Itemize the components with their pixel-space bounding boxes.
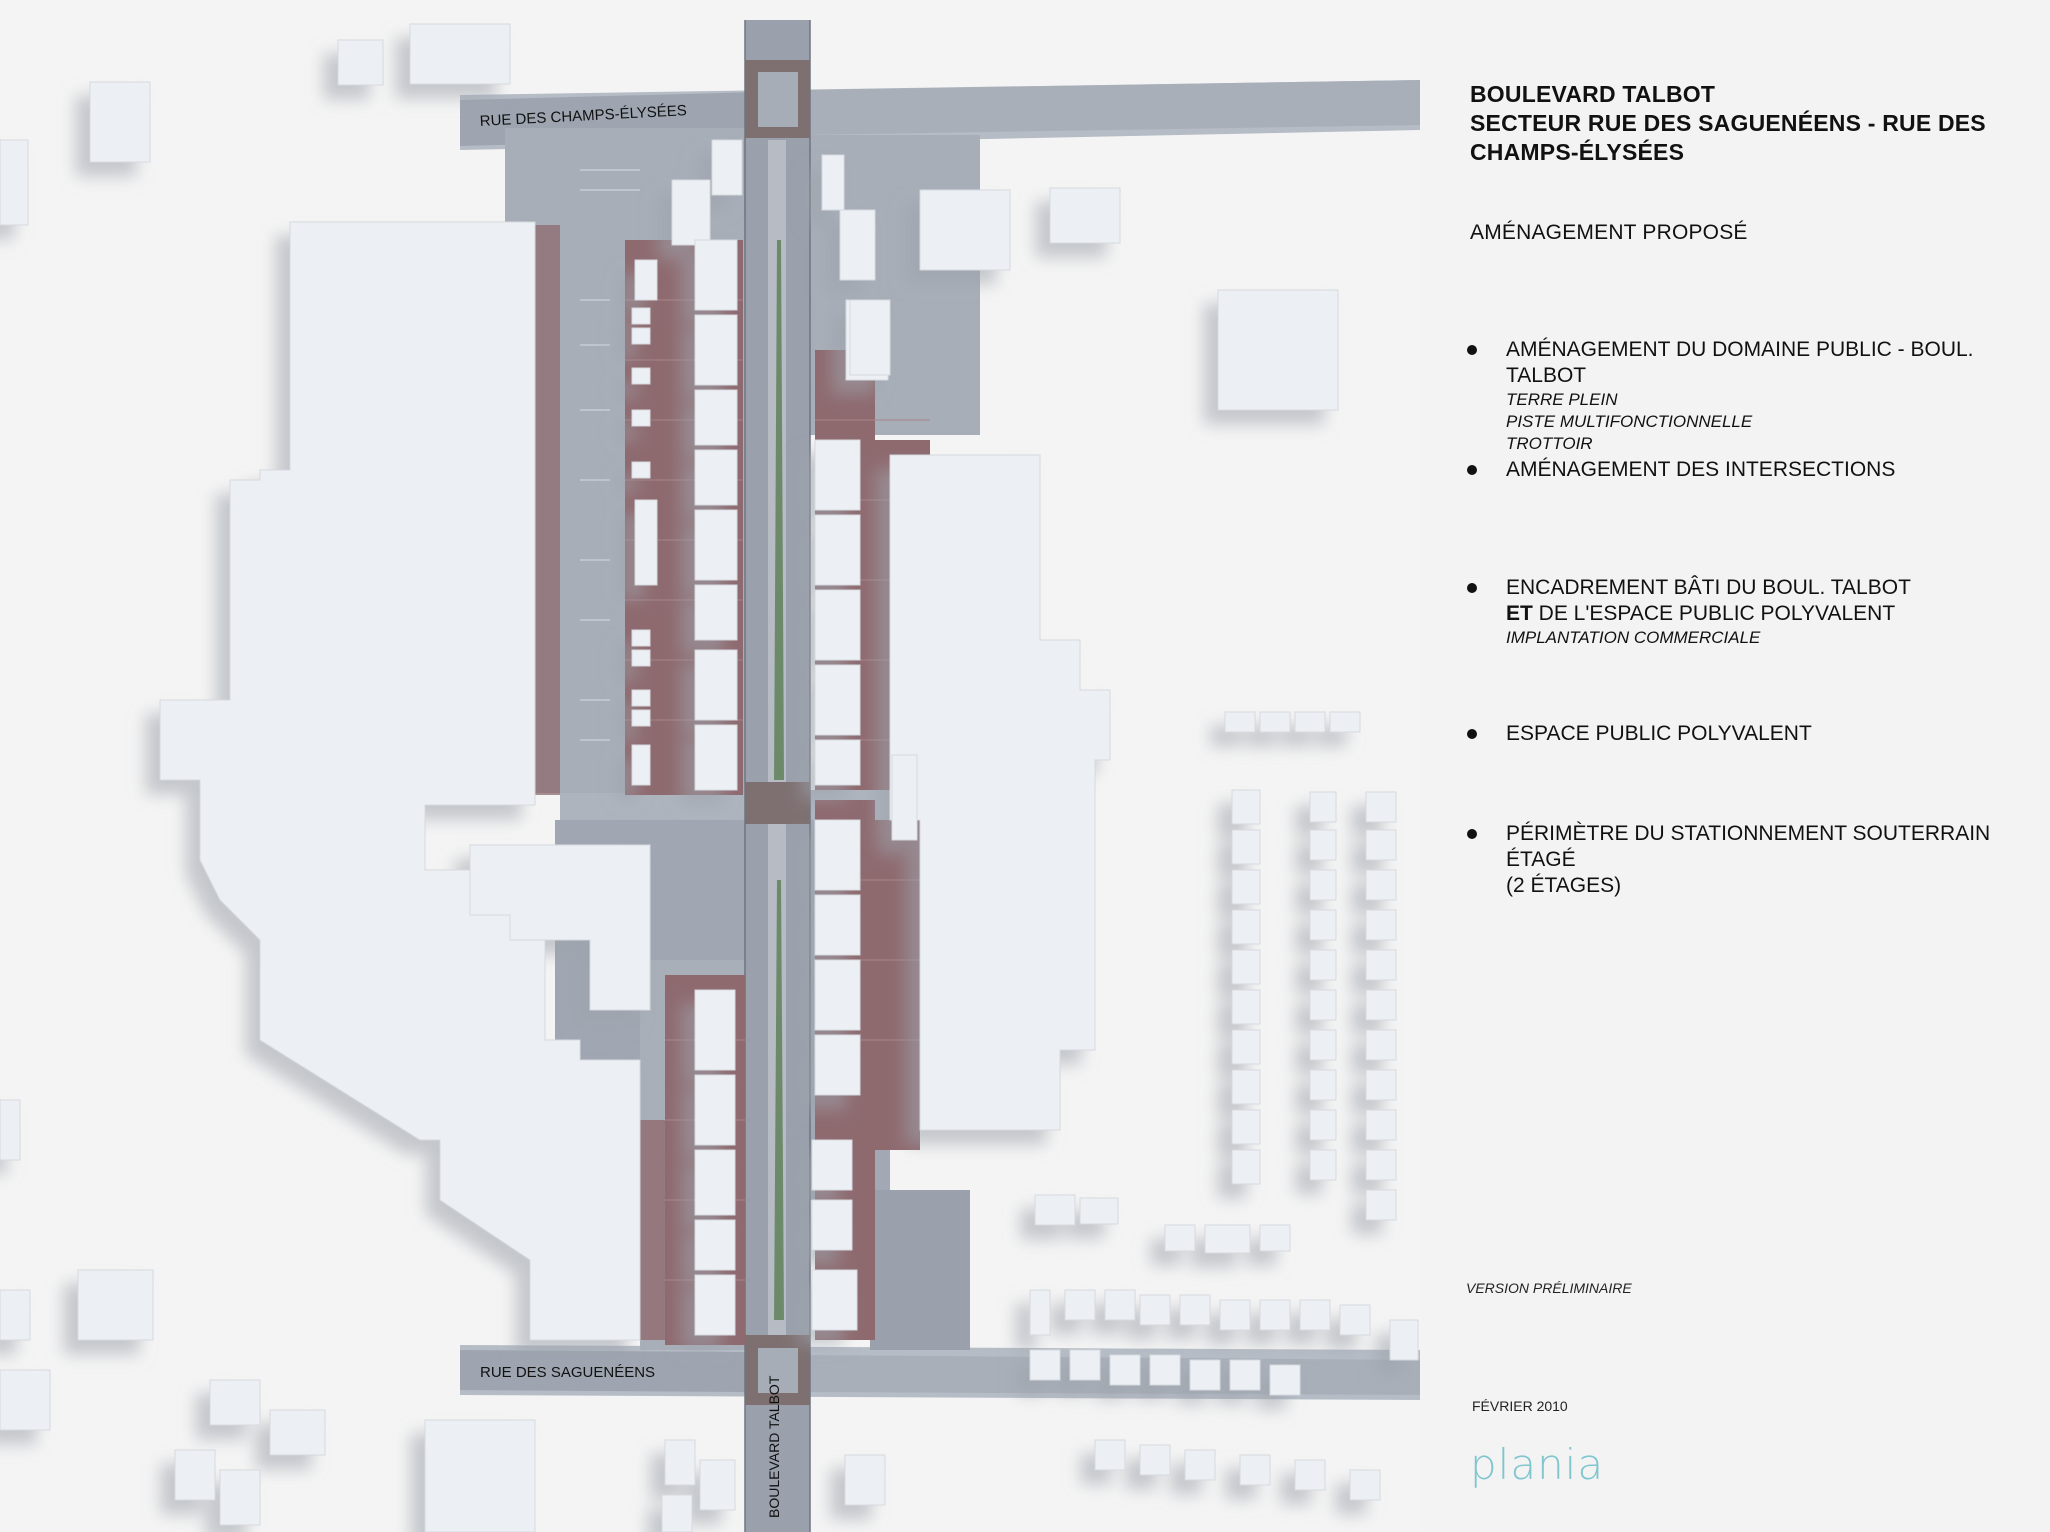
bullet-icon — [1467, 829, 1477, 839]
legend-panel: BOULEVARD TALBOT SECTEUR RUE DES SAGUENÉ… — [1467, 80, 2030, 897]
buildings — [0, 23, 1339, 1532]
bullet-icon — [1467, 465, 1477, 475]
legend-item-domaine-public: AMÉNAGEMENT DU DOMAINE PUBLIC - BOUL. TA… — [1467, 337, 2030, 455]
parking-stall-lines — [580, 169, 640, 741]
bullet-icon — [1467, 729, 1477, 739]
site-plan-map: RUE DES CHAMPS-ÉLYSÉES RUE DES SAGUENÉEN… — [0, 20, 1420, 1532]
street-label-boulevard-talbot: BOULEVARD TALBOT — [766, 1375, 782, 1518]
street-label-sagueneens: RUE DES SAGUENÉENS — [480, 1364, 655, 1381]
version-label: VERSION PRÉLIMINAIRE — [1466, 1280, 1632, 1296]
site-plan-svg: RUE DES CHAMPS-ÉLYSÉES RUE DES SAGUENÉEN… — [0, 20, 1420, 1532]
date-label: FÉVRIER 2010 — [1472, 1398, 1568, 1414]
east-ground-south — [870, 1190, 970, 1350]
title-line-3: CHAMPS-ÉLYSÉES — [1470, 139, 1685, 165]
legend-item-stationnement: PÉRIMÈTRE DU STATIONNEMENT SOUTERRAIN ÉT… — [1467, 821, 2030, 899]
bullet-icon — [1467, 583, 1477, 593]
bullet-icon — [1467, 345, 1477, 355]
legend-item-espace-public: ESPACE PUBLIC POLYVALENT — [1467, 721, 2030, 747]
talbot-median-green-south — [774, 880, 784, 1320]
title-line-1: BOULEVARD TALBOT — [1470, 81, 1716, 107]
residential-houses — [1029, 711, 1419, 1501]
page-title: BOULEVARD TALBOT SECTEUR RUE DES SAGUENÉ… — [1470, 80, 2030, 167]
talbot-median-green-north — [774, 240, 784, 780]
page-subtitle: AMÉNAGEMENT PROPOSÉ — [1470, 221, 1748, 244]
title-line-2: SECTEUR RUE DES SAGUENÉENS - RUE DES — [1470, 110, 1986, 136]
plania-logo: plania — [1470, 1440, 1605, 1489]
intersection-middle — [745, 782, 810, 824]
legend-item-encadrement: ENCADREMENT BÂTI DU BOUL. TALBOT ET DE L… — [1467, 575, 2030, 649]
legend-item-intersections: AMÉNAGEMENT DES INTERSECTIONS — [1467, 457, 2030, 483]
